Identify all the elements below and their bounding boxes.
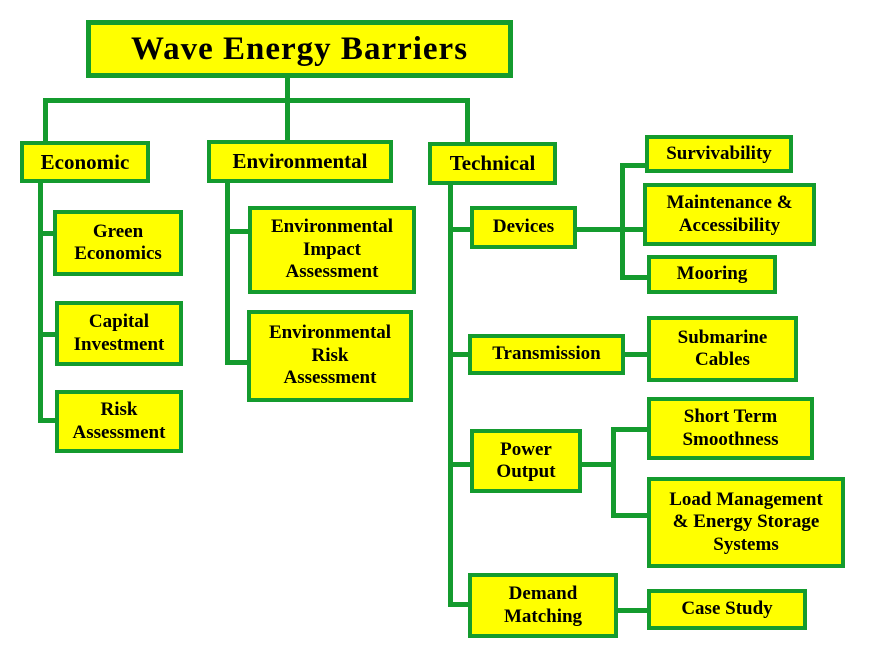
node-short-term-smoothness: Short Term Smoothness [647,397,814,460]
node-case-study-label: Case Study [681,598,773,620]
node-capital-investment-label: Capital Investment [73,311,165,355]
connector-power-right [579,462,616,467]
node-economic-label: Economic [40,149,130,174]
node-green-economics-label: Green Economics [74,220,162,264]
node-env-impact-assessment-label: Environmental Impact Assessment [270,216,394,283]
connector-stub-survivability [620,163,650,168]
node-risk-assessment-label: Risk Assessment [72,399,166,443]
node-mooring: Mooring [647,255,777,294]
connector-stub-maintenance [620,227,648,232]
node-survivability-label: Survivability [666,142,772,164]
node-load-management-label: Load Management & Energy Storage Systems [669,488,823,555]
node-technical-label: Technical [449,151,536,176]
connector-stub-capital [38,332,60,337]
node-maintenance-accessibility-label: Maintenance & Accessibility [666,192,793,236]
node-risk-assessment: Risk Assessment [55,390,183,453]
node-title-label: Wave Energy Barriers [130,30,469,67]
connector-power-junction [611,427,616,518]
node-environmental: Environmental [207,140,393,183]
node-devices: Devices [470,206,577,249]
connector-stub-load-mgmt [611,513,652,518]
node-power-output: Power Output [470,429,582,493]
connector-top-rail [43,98,470,103]
node-transmission: Transmission [468,334,625,375]
connector-transmission-right [622,352,652,357]
connector-economic-stem [38,181,43,423]
connector-stub-risk [38,418,60,423]
node-load-management: Load Management & Energy Storage Systems [647,477,845,568]
connector-devices-junction [620,163,625,280]
connector-technical-stem [448,183,453,607]
connector-stub-env-impact [225,229,253,234]
node-transmission-label: Transmission [492,343,601,365]
connector-stub-power [448,462,475,467]
connector-drop-technical [465,98,470,144]
connector-drop-environmental [285,98,290,142]
node-maintenance-accessibility: Maintenance & Accessibility [643,183,816,246]
node-case-study: Case Study [647,589,807,630]
connector-drop-economic [43,98,48,143]
node-short-term-smoothness-label: Short Term Smoothness [682,406,779,450]
node-title: Wave Energy Barriers [86,20,513,78]
node-economic: Economic [20,141,150,183]
node-capital-investment: Capital Investment [55,301,183,366]
connector-stub-transmission [448,352,473,357]
connector-stub-env-risk [225,360,252,365]
node-power-output-label: Power Output [496,438,556,482]
connector-devices-right [574,227,624,232]
node-env-impact-assessment: Environmental Impact Assessment [248,206,416,294]
connector-stub-devices [448,227,475,232]
node-demand-matching: Demand Matching [468,573,618,638]
connector-title-stem [285,78,290,103]
node-survivability: Survivability [645,135,793,173]
node-submarine-cables: Submarine Cables [647,316,798,382]
connector-environmental-stem [225,181,230,365]
node-devices-label: Devices [492,216,555,238]
connector-stub-mooring [620,275,652,280]
node-submarine-cables-label: Submarine Cables [677,326,768,370]
node-mooring-label: Mooring [676,263,748,285]
node-environmental-label: Environmental [232,149,368,174]
connector-demand-right [615,608,652,613]
node-demand-matching-label: Demand Matching [503,583,583,627]
connector-stub-short-term [611,427,652,432]
node-env-risk-assessment-label: Environmental Risk Assessment [268,322,392,389]
connector-stub-demand [448,602,473,607]
node-technical: Technical [428,142,557,185]
connector-stub-green [38,231,58,236]
node-green-economics: Green Economics [53,210,183,276]
node-env-risk-assessment: Environmental Risk Assessment [247,310,413,402]
